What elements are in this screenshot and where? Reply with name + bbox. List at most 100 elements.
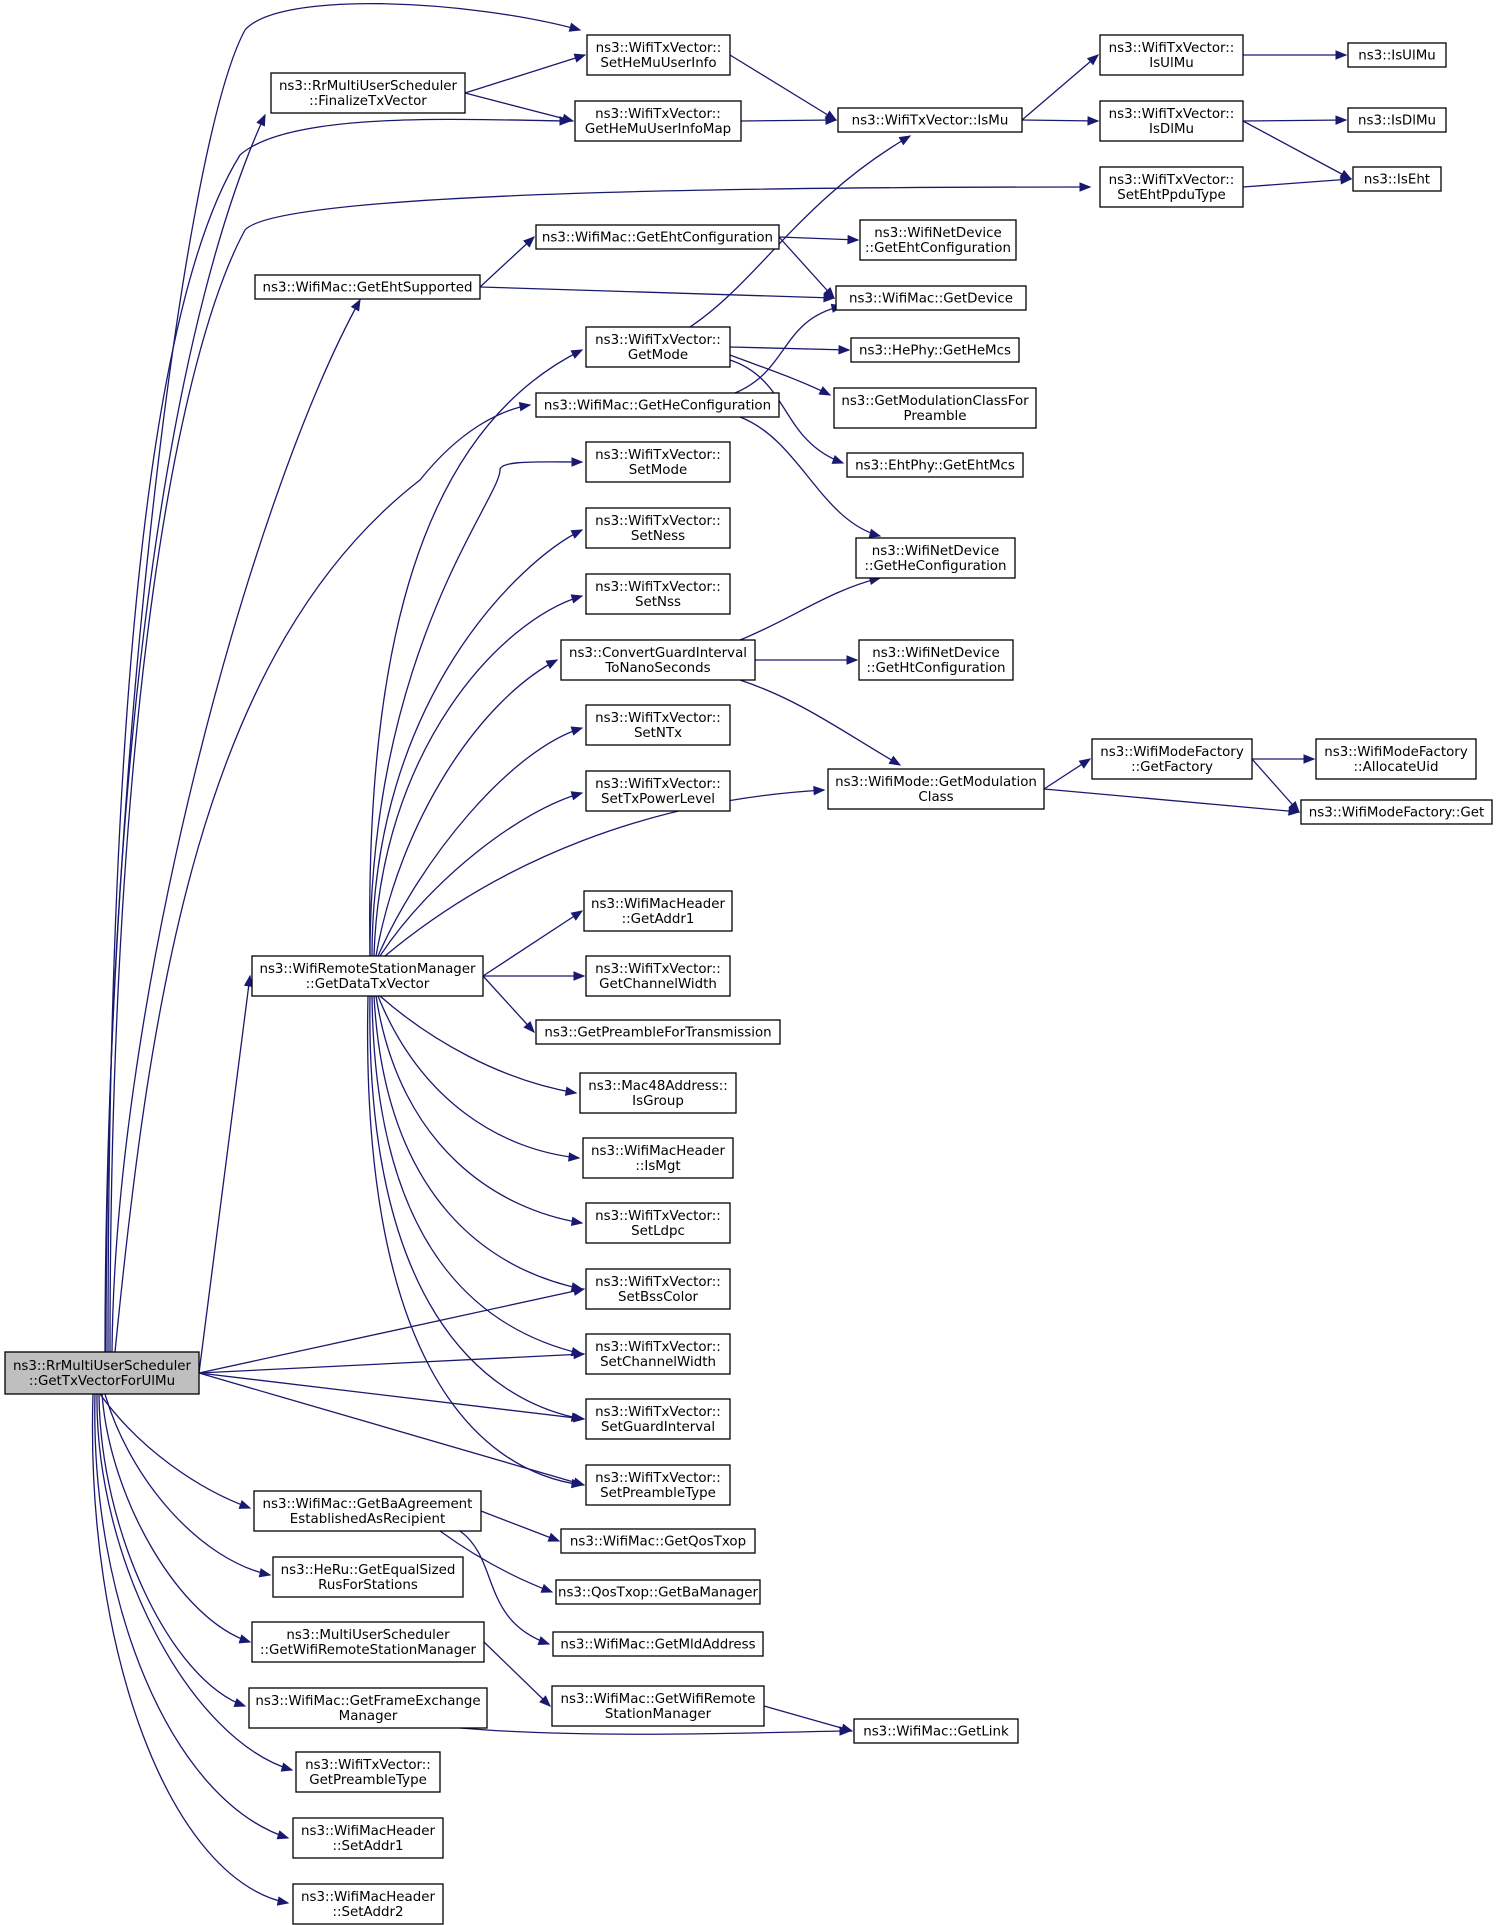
function-node-setntx[interactable]: ns3::WifiTxVector::SetNTx [585, 704, 731, 746]
node-label: ns3::EhtPhy::GetEhtMcs [855, 459, 1015, 474]
call-edge-getba-to-getbamgr [439, 1530, 553, 1593]
node-label: ns3::GetModulationClassFor [841, 394, 1029, 409]
call-edge-root-to-getdatatx [198, 975, 251, 1374]
node-box [835, 285, 1027, 311]
function-node-getmode[interactable]: ns3::WifiTxVector::GetMode [585, 326, 731, 368]
function-node-modefactory[interactable]: ns3::WifiModeFactory::GetFactory [1091, 738, 1253, 780]
function-node-mfget[interactable]: ns3::WifiModeFactory::Get [1300, 799, 1493, 825]
node-label: ns3::HePhy::GetHeMcs [859, 344, 1011, 359]
arrowhead-getfem [233, 1698, 247, 1708]
node-label: ns3::WifiTxVector:: [595, 580, 721, 595]
function-node-getpretype[interactable]: ns3::WifiTxVector::GetPreambleType [295, 1751, 441, 1793]
arrowhead-finalize [256, 113, 266, 127]
node-box [579, 1072, 737, 1114]
arrowhead-ismu [898, 135, 912, 146]
function-node-ismgt[interactable]: ns3::WifiMacHeader::IsMgt [582, 1137, 734, 1179]
node-label: GetChannelWidth [599, 977, 717, 992]
function-node-isgroup[interactable]: ns3::Mac48Address::IsGroup [579, 1072, 737, 1114]
call-edge-root-to-setbss [198, 1288, 585, 1374]
function-node-getba[interactable]: ns3::WifiMac::GetBaAgreementEstablishedA… [253, 1490, 482, 1532]
node-box [295, 1751, 441, 1793]
function-node-isdlmu[interactable]: ns3::IsDlMu [1347, 107, 1447, 133]
arrowhead-isulmu [1335, 50, 1348, 60]
function-node-setmode[interactable]: ns3::WifiTxVector::SetMode [585, 441, 731, 483]
function-node-getehtmcs[interactable]: ns3::EhtPhy::GetEhtMcs [846, 452, 1024, 478]
function-node-setgi[interactable]: ns3::WifiTxVector::SetGuardInterval [585, 1398, 731, 1440]
function-node-getpretx[interactable]: ns3::GetPreambleForTransmission [535, 1019, 781, 1045]
function-node-setaddr1[interactable]: ns3::WifiMacHeader::SetAddr1 [292, 1817, 444, 1859]
function-node-getmodclass[interactable]: ns3::WifiMode::GetModulationClass [827, 768, 1045, 810]
arrowhead-setness [570, 529, 584, 539]
function-node-netdev_he[interactable]: ns3::WifiNetDevice::GetHeConfiguration [855, 537, 1016, 579]
function-node-getmld[interactable]: ns3::WifiMac::GetMldAddress [552, 1631, 764, 1657]
function-node-getdevice[interactable]: ns3::WifiMac::GetDevice [835, 285, 1027, 311]
function-node-isulmu[interactable]: ns3::IsUlMu [1347, 42, 1447, 68]
function-node-getlink[interactable]: ns3::WifiMac::GetLink [853, 1718, 1019, 1744]
node-box [837, 107, 1023, 133]
arrowhead-iseht [1340, 175, 1353, 185]
function-node-isdlmu_v[interactable]: ns3::WifiTxVector::IsDlMu [1099, 100, 1244, 142]
call-edge-getdatatx-to-convgi [375, 659, 558, 957]
node-label: ::AllocateUid [1354, 760, 1439, 775]
function-node-allocuid[interactable]: ns3::WifiModeFactory::AllocateUid [1315, 738, 1477, 780]
arrowhead-getehtconf [523, 236, 535, 248]
function-node-mus_getrsm[interactable]: ns3::MultiUserScheduler::GetWifiRemoteSt… [251, 1621, 485, 1663]
function-node-gethemumap[interactable]: ns3::WifiTxVector::GetHeMuUserInfoMap [574, 100, 742, 142]
node-box [1347, 107, 1447, 133]
node-label: ns3::QosTxop::GetBaManager [558, 1586, 759, 1601]
node-label: EstablishedAsRecipient [290, 1512, 445, 1527]
function-node-ismu[interactable]: ns3::WifiTxVector::IsMu [837, 107, 1023, 133]
node-box [253, 1490, 482, 1532]
function-node-gethemcs[interactable]: ns3::HePhy::GetHeMcs [850, 337, 1020, 363]
function-node-finalize[interactable]: ns3::RrMultiUserScheduler::FinalizeTxVec… [270, 72, 466, 114]
function-node-netdev_eht[interactable]: ns3::WifiNetDevice::GetEhtConfiguration [859, 219, 1017, 261]
function-node-settxpow[interactable]: ns3::WifiTxVector::SetTxPowerLevel [585, 770, 731, 812]
function-node-getbamgr[interactable]: ns3::QosTxop::GetBaManager [555, 1579, 761, 1605]
arrowhead-ismgt [568, 1152, 581, 1162]
function-node-setldpc[interactable]: ns3::WifiTxVector::SetLdpc [585, 1202, 731, 1244]
call-edge-gethemumap-to-ismu [740, 119, 837, 122]
function-node-netdev_ht[interactable]: ns3::WifiNetDevice::GetHtConfiguration [858, 639, 1014, 681]
function-node-getdatatx[interactable]: ns3::WifiRemoteStationManager::GetDataTx… [251, 955, 484, 997]
function-node-getaddr1[interactable]: ns3::WifiMacHeader::GetAddr1 [583, 890, 733, 932]
call-edge-getdatatx-to-settxpow [379, 792, 583, 957]
node-label: SetPreambleType [600, 1486, 716, 1501]
function-node-seteht[interactable]: ns3::WifiTxVector::SetEhtPpduType [1099, 166, 1244, 208]
function-node-setaddr2[interactable]: ns3::WifiMacHeader::SetAddr2 [292, 1883, 444, 1925]
node-label: ::SetAddr1 [333, 1839, 404, 1854]
arrowhead-gethemumap [561, 113, 575, 123]
function-node-setness[interactable]: ns3::WifiTxVector::SetNess [585, 507, 731, 549]
function-node-getqos[interactable]: ns3::WifiMac::GetQosTxop [560, 1528, 756, 1554]
node-label: ns3::WifiTxVector:: [1109, 41, 1235, 56]
function-node-sethemu[interactable]: ns3::WifiTxVector::SetHeMuUserInfo [586, 34, 731, 76]
call-edge-root-to-seteht [109, 186, 1091, 1353]
node-label: SetTxPowerLevel [601, 792, 715, 807]
function-node-root[interactable]: ns3::RrMultiUserScheduler::GetTxVectorFo… [4, 1351, 200, 1395]
function-node-setchw[interactable]: ns3::WifiTxVector::SetChannelWidth [585, 1333, 731, 1375]
node-box [585, 441, 731, 483]
call-edge-getehtconf-to-getdevice [778, 236, 835, 299]
function-node-setpretype[interactable]: ns3::WifiTxVector::SetPreambleType [585, 1464, 731, 1506]
call-edge-getdatatx-to-getpretx [482, 975, 535, 1033]
function-node-iseht[interactable]: ns3::IsEht [1352, 166, 1442, 192]
node-label: ::FinalizeTxVector [309, 94, 427, 109]
call-edge-root-to-mus_getrsm [101, 1393, 251, 1643]
function-node-getehtconf[interactable]: ns3::WifiMac::GetEhtConfiguration [535, 224, 780, 250]
function-node-getchw[interactable]: ns3::WifiTxVector::GetChannelWidth [585, 955, 731, 997]
call-edge-root-to-getheconf [114, 404, 531, 1353]
function-node-getheconf[interactable]: ns3::WifiMac::GetHeConfiguration [535, 392, 780, 418]
function-node-mac_getrsm[interactable]: ns3::WifiMac::GetWifiRemoteStationManage… [551, 1685, 765, 1727]
arrowhead-setmode [571, 457, 584, 467]
arrowhead-setntx [570, 726, 584, 736]
arrowhead-mac_getrsm [539, 1695, 551, 1707]
node-label: ns3::WifiMac::GetWifiRemote [561, 1692, 756, 1707]
function-node-setbss[interactable]: ns3::WifiTxVector::SetBssColor [585, 1268, 731, 1310]
arrowhead-getba [238, 1499, 252, 1509]
function-node-isulmu_v[interactable]: ns3::WifiTxVector::IsUlMu [1099, 34, 1244, 76]
function-node-setnss[interactable]: ns3::WifiTxVector::SetNss [585, 573, 731, 615]
function-node-getehtsup[interactable]: ns3::WifiMac::GetEhtSupported [254, 274, 481, 300]
